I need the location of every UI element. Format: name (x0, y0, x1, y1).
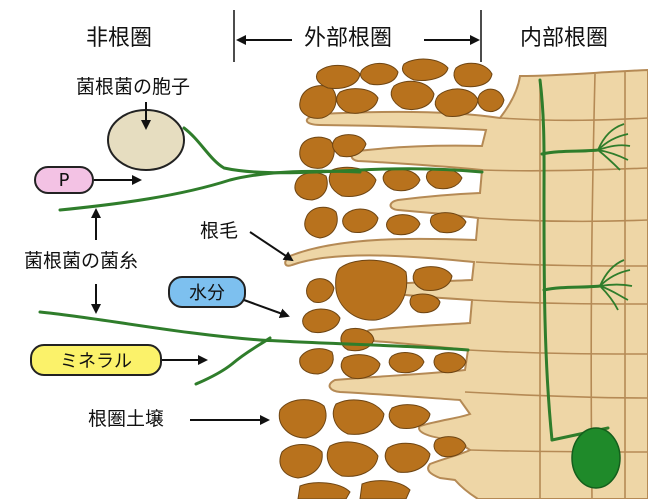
water-tag-arrow (243, 299, 290, 318)
zone-label-non-rhizosphere: 非根圏 (86, 26, 153, 51)
hypha-label: 菌根菌の菌糸 (24, 250, 139, 272)
arbuscules (597, 123, 633, 311)
vesicle (571, 427, 621, 489)
soil-particles (278, 58, 505, 499)
zone-label-endorhizosphere-mid: 外部根圏 (304, 26, 393, 51)
zone-label-ectorhizosphere: 内部根圏 (520, 26, 609, 51)
rhizosphere-soil-label: 根圏土壌 (88, 408, 165, 430)
root-hair-label-arrow (249, 231, 294, 262)
mineral-tag: ミネラル (30, 344, 162, 376)
water-tag: 水分 (168, 276, 246, 308)
mycorrhizal-hyphae (38, 78, 610, 442)
phosphorus-tag: P (34, 166, 94, 194)
root-hair-label: 根毛 (200, 220, 239, 242)
spore-label: 菌根菌の胞子 (76, 76, 191, 98)
